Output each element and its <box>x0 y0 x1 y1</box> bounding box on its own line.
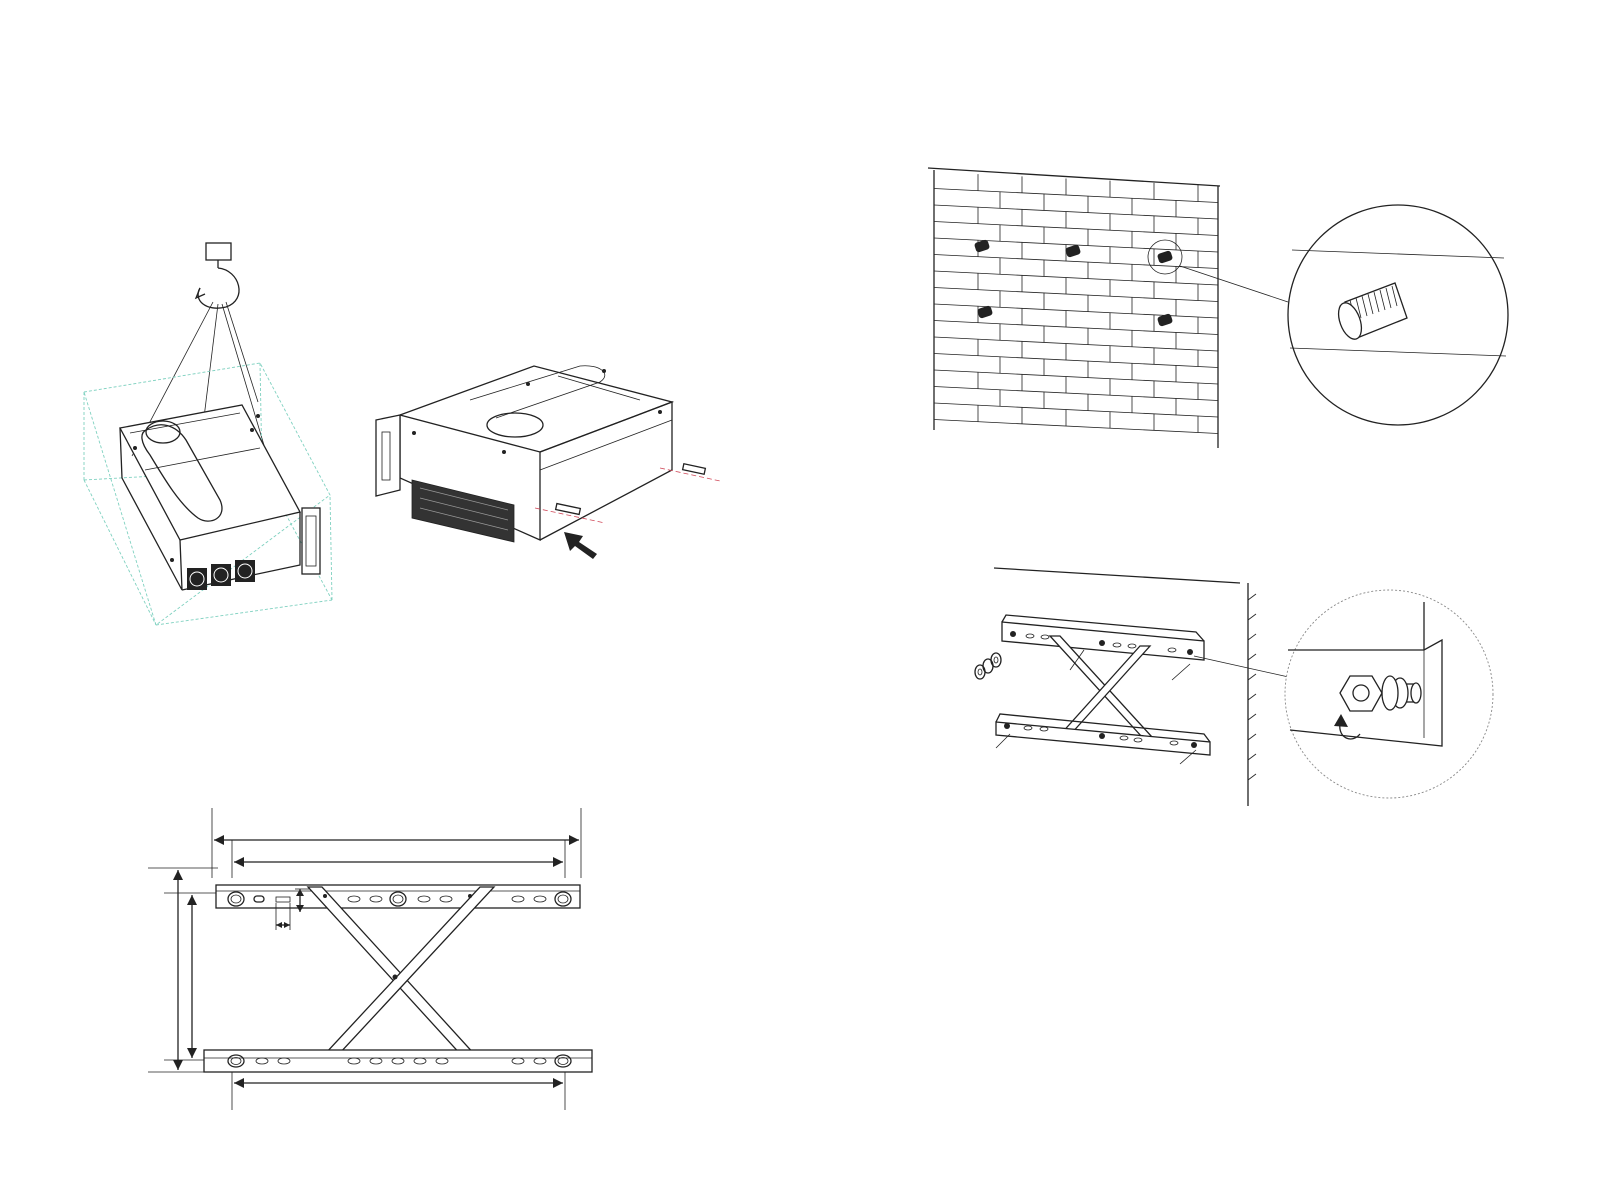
inverter-body-right <box>376 366 672 542</box>
dimension-overall-height <box>173 870 183 1070</box>
figure-inverter-mounting-pins <box>376 366 720 559</box>
dimension-bottom-hole-spacing <box>234 1078 563 1088</box>
wall-hatch <box>1248 594 1256 780</box>
brick-wall <box>928 168 1220 448</box>
crane-hook-icon <box>196 243 239 308</box>
figure-bracket-fixing-on-wall <box>975 568 1493 806</box>
figure-lifting-inverter <box>84 243 332 625</box>
nut-detail-bubble <box>1285 590 1493 798</box>
bolt-detail-bubble <box>1288 205 1508 425</box>
dimension-top-hole-spacing <box>234 857 563 867</box>
wall-bolt <box>974 239 1173 327</box>
figure-mounting-bracket-dimensions <box>148 808 592 1110</box>
push-direction-arrow-icon <box>564 532 597 559</box>
front-grille <box>412 480 514 542</box>
dimension-hole-row-height <box>187 895 197 1058</box>
nut-and-washer-exploded <box>975 653 1001 679</box>
bracket-cross-braces <box>308 887 494 1068</box>
bracket-top-rail <box>216 885 580 908</box>
mounting-pin-upper <box>660 464 720 481</box>
inverter-body-lifted <box>120 405 320 590</box>
bracket-bottom-rail-mounted <box>996 714 1210 755</box>
dimension-overall-width <box>214 835 579 845</box>
mounting-pin-lower <box>535 504 605 523</box>
bracket-bottom-rail <box>204 1050 592 1072</box>
bracket-top-rail-mounted <box>1002 615 1204 660</box>
figure-wall-expansion-bolts <box>928 168 1508 448</box>
